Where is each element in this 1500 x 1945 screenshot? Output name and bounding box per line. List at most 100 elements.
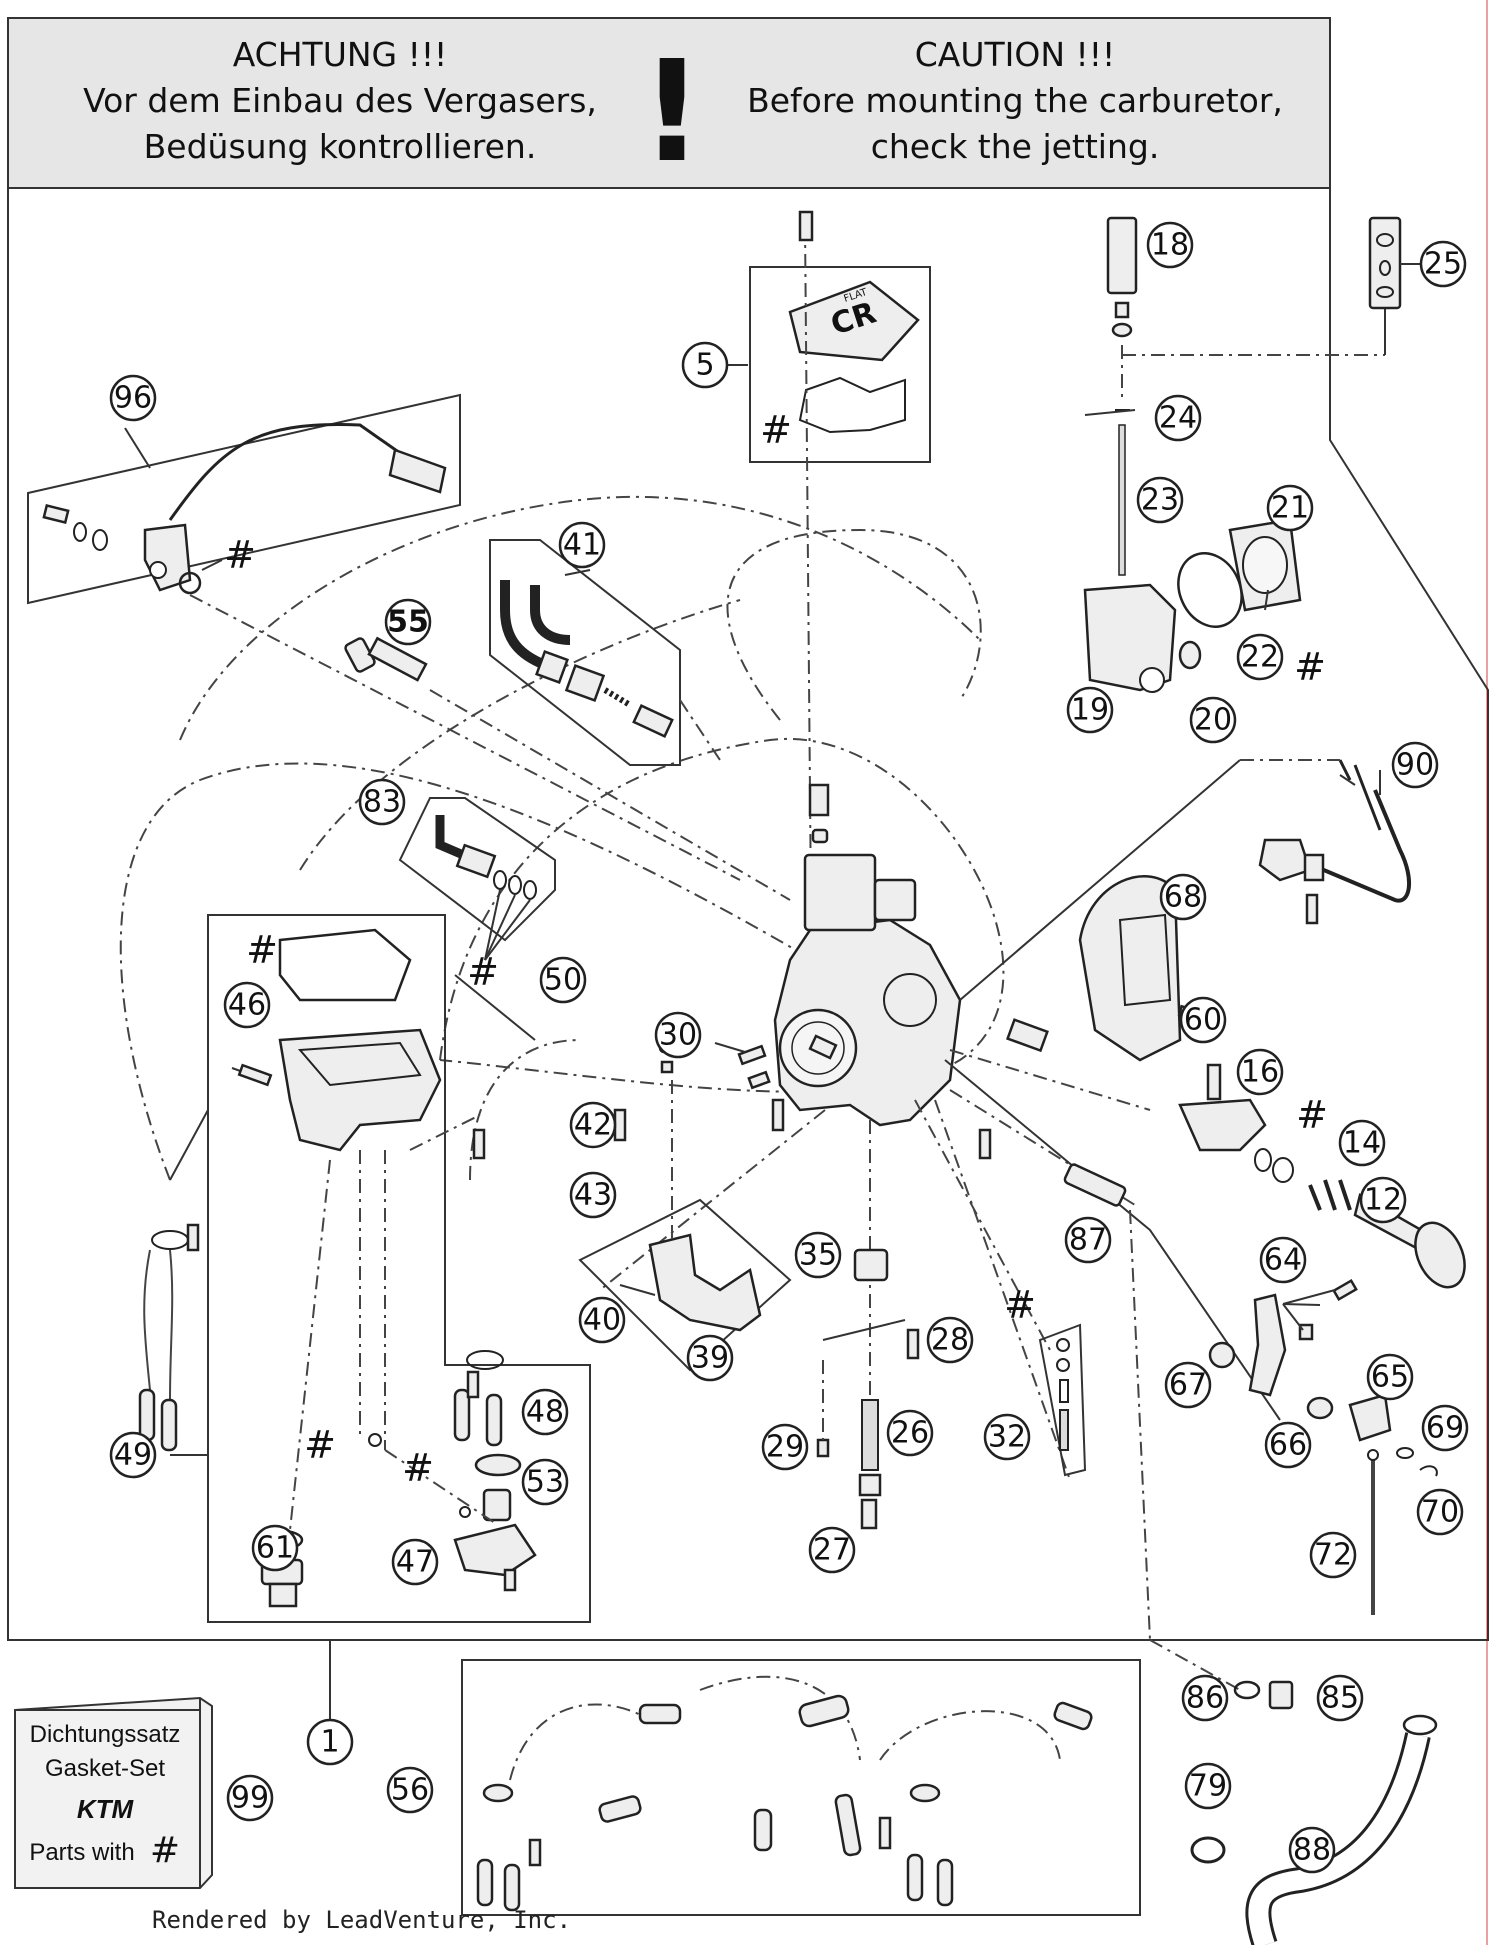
callout-47: 47: [391, 1538, 439, 1586]
callout-23: 23: [1136, 476, 1184, 524]
svg-text:96: 96: [114, 381, 152, 416]
banner-left-line-1: ACHTUNG !!!: [233, 35, 448, 74]
callout-18: 18: [1146, 221, 1194, 269]
callout-69: 69: [1421, 1404, 1469, 1452]
svg-text:14: 14: [1343, 1126, 1381, 1161]
part-group-19-22-pump: [1083, 518, 1302, 693]
hash-symbol: #: [1004, 1283, 1036, 1327]
svg-text:1: 1: [320, 1725, 339, 1760]
svg-text:61: 61: [256, 1531, 294, 1566]
svg-text:70: 70: [1421, 1495, 1459, 1530]
svg-text:18: 18: [1151, 228, 1189, 263]
svg-text:60: 60: [1184, 1003, 1222, 1038]
callout-22: 22: [1236, 633, 1284, 681]
svg-text:27: 27: [813, 1533, 851, 1568]
svg-text:48: 48: [526, 1395, 564, 1430]
svg-text:85: 85: [1321, 1681, 1359, 1716]
callout-60: 60: [1179, 996, 1227, 1044]
callout-90: 90: [1391, 741, 1439, 789]
part-group-83-fitting: [398, 797, 556, 961]
hash-symbol: #: [402, 1446, 434, 1490]
hash-symbol: #: [224, 533, 256, 577]
callout-20: 20: [1189, 696, 1237, 744]
svg-text:66: 66: [1269, 1428, 1307, 1463]
hash-symbol: #: [467, 950, 499, 994]
callout-12: 12: [1359, 1176, 1407, 1224]
callout-83: 83: [358, 778, 406, 826]
svg-text:65: 65: [1371, 1360, 1409, 1395]
throttle-cable-routing: [119, 495, 1005, 1181]
callout-64: 64: [1259, 1236, 1307, 1284]
callout-39: 39: [686, 1334, 734, 1382]
part-group-90-throttle-sensor: [1240, 759, 1412, 925]
callout-28: 28: [926, 1316, 974, 1364]
svg-text:47: 47: [396, 1545, 434, 1580]
callout-50: 50: [539, 956, 587, 1004]
callout-40: 40: [578, 1296, 626, 1344]
callout-32: 32: [983, 1413, 1031, 1461]
callout-27: 27: [808, 1526, 856, 1574]
svg-text:72: 72: [1314, 1538, 1352, 1573]
svg-text:64: 64: [1264, 1243, 1302, 1278]
svg-text:68: 68: [1164, 880, 1202, 915]
svg-text:12: 12: [1364, 1183, 1402, 1218]
callout-19: 19: [1066, 686, 1114, 734]
callout-46: 46: [223, 981, 271, 1029]
callout-leaders: [124, 409, 1381, 1331]
banner-left-line-3: Bedüsung kontrollieren.: [144, 127, 537, 166]
svg-text:25: 25: [1424, 247, 1462, 282]
part-group-56-hose-kit: [461, 1659, 1141, 1916]
hash-symbol: #: [304, 1423, 336, 1467]
svg-text:50: 50: [544, 963, 582, 998]
svg-text:26: 26: [891, 1416, 929, 1451]
part-group-64-72-linkage: [1208, 1278, 1438, 1615]
callout-79: 79: [1184, 1762, 1232, 1810]
svg-text:41: 41: [563, 528, 601, 563]
main-frame: [7, 17, 1489, 1641]
banner-right-line-2: Before mounting the carburetor,: [747, 81, 1283, 120]
svg-text:22: 22: [1241, 640, 1279, 675]
svg-text:83: 83: [363, 785, 401, 820]
gasket-box-hash: #: [150, 1830, 180, 1871]
callout-66: 66: [1264, 1421, 1312, 1469]
svg-text:16: 16: [1241, 1055, 1279, 1090]
callout-16: 16: [1236, 1048, 1284, 1096]
svg-text:5: 5: [695, 348, 714, 383]
svg-text:55: 55: [387, 605, 429, 640]
svg-text:20: 20: [1194, 703, 1232, 738]
callout-42: 42: [569, 1101, 617, 1149]
svg-text:29: 29: [766, 1430, 804, 1465]
vent-hoses-left: [138, 1034, 838, 1452]
svg-text:28: 28: [931, 1323, 969, 1358]
callout-65: 65: [1366, 1353, 1414, 1401]
callout-1: 1: [306, 1718, 354, 1766]
gasket-set-box: Dichtungssatz Gasket-Set KTM Parts with …: [14, 1696, 213, 1889]
hash-symbol: #: [760, 408, 792, 452]
callout-48: 48: [521, 1388, 569, 1436]
callout-26: 26: [886, 1409, 934, 1457]
callout-35: 35: [794, 1231, 842, 1279]
callout-96: 96: [109, 374, 157, 422]
callout-21: 21: [1266, 484, 1314, 532]
hash-symbol: #: [1294, 645, 1326, 689]
svg-text:42: 42: [574, 1108, 612, 1143]
callout-99: 99: [226, 1774, 274, 1822]
svg-text:40: 40: [583, 1303, 621, 1338]
part-group-26-35-jets: [816, 1248, 1087, 1530]
callout-43: 43: [569, 1171, 617, 1219]
svg-text:99: 99: [231, 1781, 269, 1816]
callout-85: 85: [1316, 1674, 1364, 1722]
hash-symbol: #: [1296, 1093, 1328, 1137]
part-55-screw: [344, 636, 791, 901]
part-group-5-top-cover: CR FLAT: [725, 210, 931, 1021]
callout-61: 61: [251, 1524, 299, 1572]
callout-49: 49: [109, 1431, 157, 1479]
svg-text:23: 23: [1141, 483, 1179, 518]
callout-25: 25: [1419, 240, 1467, 288]
carburetor-body: [599, 759, 1281, 1481]
callout-86: 86: [1181, 1674, 1229, 1722]
callout-24: 24: [1154, 394, 1202, 442]
callout-67: 67: [1164, 1361, 1212, 1409]
caution-banner: ACHTUNG !!! Vor dem Einbau des Vergasers…: [7, 17, 1331, 194]
